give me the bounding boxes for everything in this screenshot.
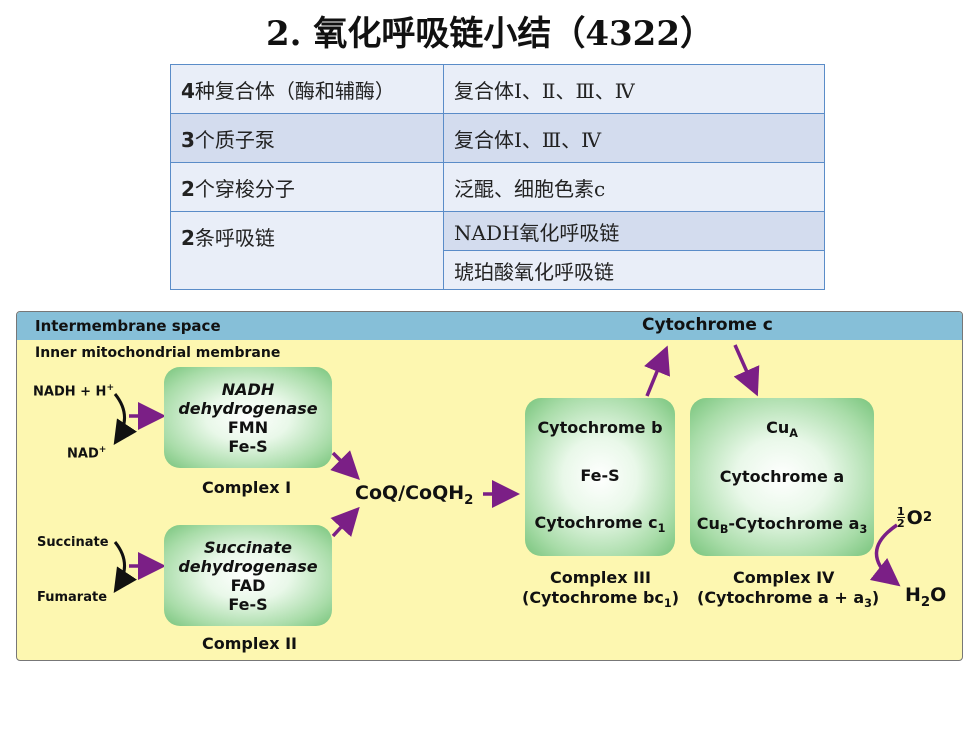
complex3-subname: (Cytochrome bc1) bbox=[522, 588, 679, 610]
o2-text: O bbox=[906, 506, 923, 529]
table-row: 4种复合体（酶和辅酶） 复合体Ⅰ、Ⅱ、Ⅲ、Ⅳ bbox=[170, 64, 825, 114]
complex4-line3-sub2: 3 bbox=[859, 523, 868, 537]
h2o-h: H bbox=[905, 584, 921, 606]
succinate-curve-arrow bbox=[113, 541, 137, 593]
table-row: 琥珀酸氧化呼吸链 bbox=[171, 250, 825, 290]
nadh-sup: + bbox=[106, 383, 115, 393]
complex1-line: dehydrogenase bbox=[178, 398, 318, 418]
complex2-line: FAD bbox=[230, 575, 266, 595]
table-cell-value: 琥珀酸氧化呼吸链 bbox=[443, 250, 825, 290]
complex4-name: Complex IV bbox=[733, 568, 835, 587]
complex2-line: Succinate bbox=[203, 537, 293, 557]
table-cell-value: 泛醌、细胞色素c bbox=[443, 162, 825, 212]
membrane-label: Inner mitochondrial membrane bbox=[35, 345, 281, 361]
complex4-subname-sub: 3 bbox=[864, 597, 872, 611]
h2o-o: O bbox=[930, 584, 947, 606]
row-number: 2 bbox=[181, 176, 195, 201]
complex3-line3-sub: 1 bbox=[657, 522, 666, 536]
complex4-line: CuB-Cytochrome a3 bbox=[690, 514, 874, 536]
intermembrane-band bbox=[17, 312, 962, 340]
table-row: 2条呼吸链 NADH氧化呼吸链 bbox=[170, 211, 825, 290]
coq-label: CoQ/CoQH2 bbox=[355, 482, 473, 508]
table-row: 3个质子泵 复合体Ⅰ、Ⅲ、Ⅳ bbox=[170, 113, 825, 163]
complex1-line: NADH bbox=[221, 379, 275, 399]
nad-sup: + bbox=[98, 445, 107, 455]
cytochrome-c-label: Cytochrome c bbox=[642, 315, 773, 335]
row-number: 4 bbox=[181, 78, 195, 103]
row-label: 个穿梭分子 bbox=[194, 176, 295, 201]
table-row: 2个穿梭分子 泛醌、细胞色素c bbox=[170, 162, 825, 212]
nad-label: NAD+ bbox=[67, 445, 106, 461]
table-cell-value: 复合体Ⅰ、Ⅱ、Ⅲ、Ⅳ bbox=[443, 64, 825, 114]
complex3-line: Fe-S bbox=[580, 465, 620, 485]
complex4-subname: (Cytochrome a + a3) bbox=[697, 588, 879, 610]
nadh-text: NADH + H bbox=[33, 384, 107, 400]
succinate-label: Succinate bbox=[37, 535, 109, 550]
table-cell-label: 3个质子泵 bbox=[170, 113, 444, 163]
complex3-line3-text: Cytochrome c bbox=[534, 513, 658, 533]
complex3-line: Cytochrome b bbox=[537, 418, 663, 438]
row-label: 条呼吸链 bbox=[194, 226, 275, 250]
complex4-line1-text: Cu bbox=[766, 417, 790, 437]
h2o-label: H2O bbox=[905, 584, 946, 610]
complex4-line: CuA bbox=[690, 418, 874, 440]
nad-text: NAD bbox=[67, 446, 99, 462]
nadh-label: NADH + H+ bbox=[33, 383, 114, 399]
complex2-line: Fe-S bbox=[228, 594, 268, 614]
coq-text: CoQ/CoQH bbox=[355, 482, 465, 504]
row-number: 2 bbox=[181, 226, 195, 250]
arrows-layer bbox=[113, 344, 901, 593]
complex3-subname-end: ) bbox=[671, 588, 680, 607]
complex1-box: NADH dehydrogenase FMN Fe-S bbox=[164, 367, 332, 468]
complex3-box: Cytochrome b Fe-S Cytochrome c1 bbox=[525, 398, 675, 556]
complex3-line: Cytochrome c1 bbox=[525, 513, 675, 535]
complex4-line3-sub: B bbox=[719, 523, 729, 537]
complex4-line1-sub: A bbox=[789, 426, 798, 440]
complex1-line: FMN bbox=[227, 417, 269, 437]
complex1-name: Complex I bbox=[202, 478, 292, 497]
o2-frac-num: 1 bbox=[897, 505, 905, 518]
summary-table: 4种复合体（酶和辅酶） 复合体Ⅰ、Ⅱ、Ⅲ、Ⅳ 3个质子泵 复合体Ⅰ、Ⅲ、Ⅳ 2个… bbox=[170, 64, 825, 290]
complex2-box: Succinate dehydrogenase FAD Fe-S bbox=[164, 525, 332, 626]
o2-to-h2o-arrow bbox=[869, 523, 901, 587]
o2-frac-den: 2 bbox=[897, 517, 905, 530]
complex3-name: Complex III bbox=[550, 568, 651, 587]
complex2-to-coq-arrow bbox=[330, 506, 360, 538]
complex3-subname-sub: 1 bbox=[663, 597, 672, 611]
complex4-box: CuA Cytochrome a CuB-Cytochrome a3 bbox=[690, 398, 874, 556]
complex4-subname-text: (Cytochrome a + a bbox=[697, 588, 865, 607]
fumarate-label: Fumarate bbox=[37, 590, 108, 605]
table-cell-label: 2个穿梭分子 bbox=[170, 162, 444, 212]
h2o-sub: 2 bbox=[920, 594, 931, 610]
o2-fraction: 1 2 bbox=[897, 506, 905, 529]
table-cell-label: 4种复合体（酶和辅酶） bbox=[170, 64, 444, 114]
table-cell-label: 2条呼吸链 bbox=[170, 211, 444, 290]
complex3-to-cytc-arrow bbox=[644, 345, 671, 397]
complex2-line: dehydrogenase bbox=[178, 556, 318, 576]
cytc-to-complex4-arrow bbox=[733, 344, 760, 397]
table-cell-value: NADH氧化呼吸链 bbox=[443, 211, 825, 251]
complex2-name: Complex II bbox=[202, 634, 297, 653]
nadh-curve-arrow bbox=[113, 393, 137, 445]
table-cell-value: 复合体Ⅰ、Ⅲ、Ⅳ bbox=[443, 113, 825, 163]
page-title: 2. 氧化呼吸链小结（4322） bbox=[266, 14, 714, 54]
intermembrane-label: Intermembrane space bbox=[35, 317, 221, 335]
row-label: 种复合体（酶和辅酶） bbox=[194, 78, 395, 103]
o2-sub: 2 bbox=[922, 510, 933, 525]
complex4-subname-end: ) bbox=[871, 588, 880, 607]
coq-sub: 2 bbox=[464, 492, 474, 508]
row-number: 3 bbox=[181, 127, 195, 152]
row-label: 个质子泵 bbox=[194, 127, 275, 152]
respiratory-chain-diagram: Intermembrane space Cytochrome c Inner m… bbox=[16, 311, 963, 661]
complex3-subname-text: (Cytochrome bc bbox=[522, 588, 664, 607]
complex4-line3b: -Cytochrome a bbox=[728, 514, 860, 534]
complex4-line3a: Cu bbox=[696, 514, 720, 534]
complex1-to-coq-arrow bbox=[330, 450, 360, 480]
complex4-line: Cytochrome a bbox=[719, 467, 845, 487]
complex1-line: Fe-S bbox=[228, 436, 268, 456]
